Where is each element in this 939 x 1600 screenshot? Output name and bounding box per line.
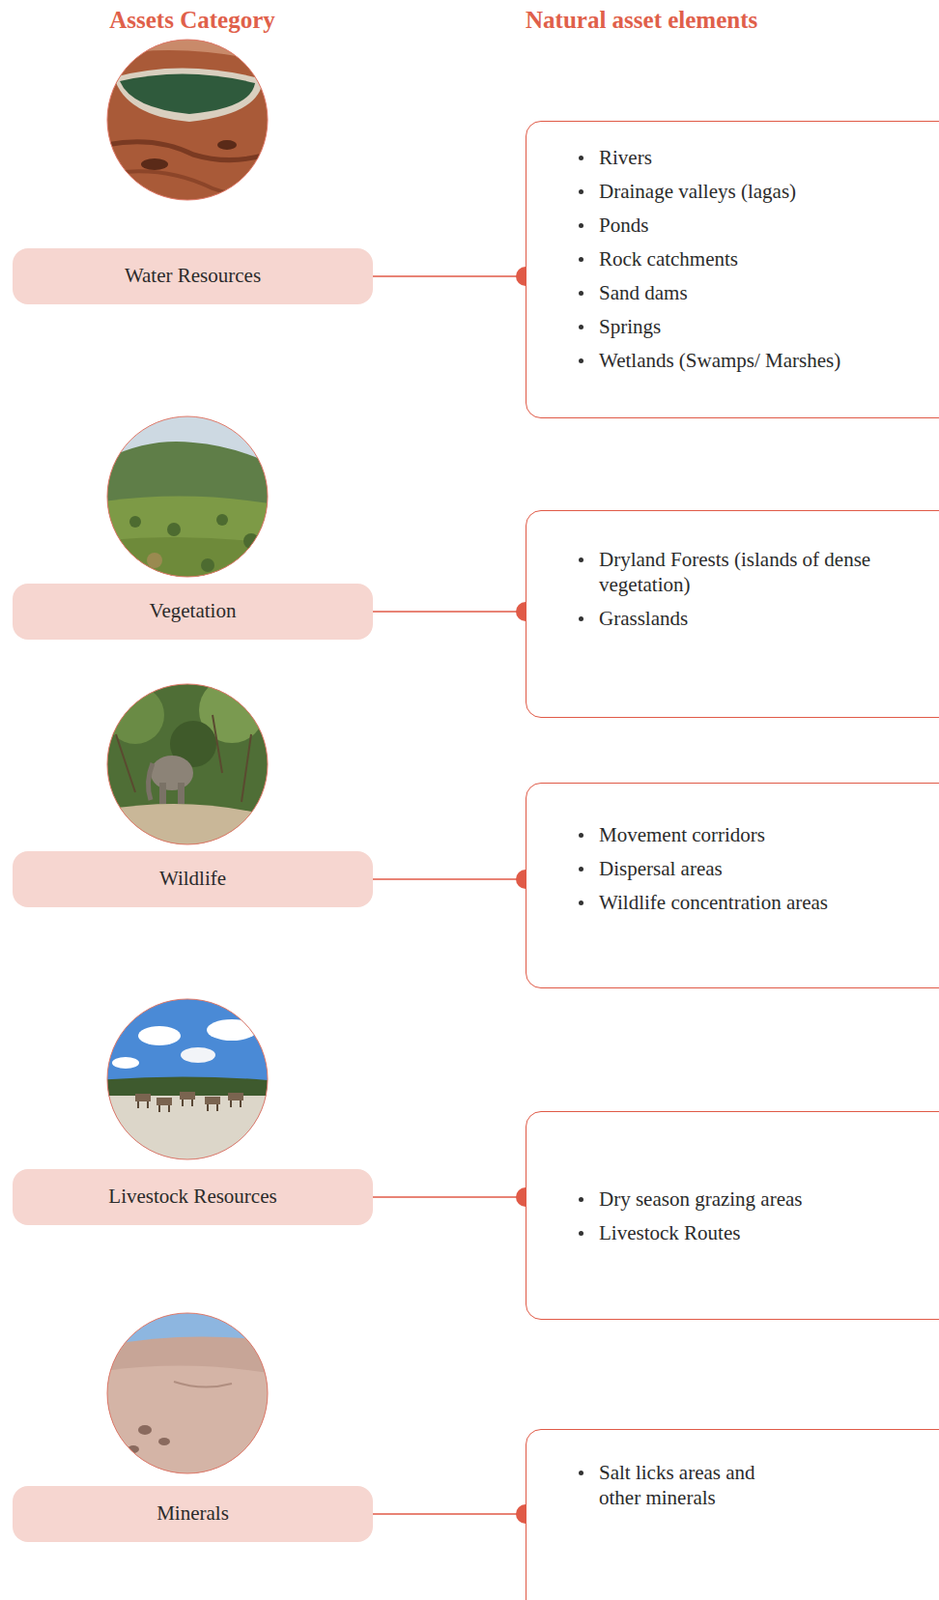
element-list-box: Dryland Forests (islands of dense vegeta… xyxy=(525,510,939,718)
list-item: Rock catchments xyxy=(598,246,889,272)
element-text: Dry season grazing areas xyxy=(598,1186,909,1212)
list-item: Salt licks areas and other minerals xyxy=(598,1459,793,1510)
element-list-box: Salt licks areas and other minerals xyxy=(525,1428,939,1600)
category-label: Wildlife xyxy=(147,862,238,895)
vegetation-photo xyxy=(96,405,290,599)
bullet-dot xyxy=(578,358,584,364)
element-text: Drainage valleys (lagas) xyxy=(598,178,889,204)
column-heading: Natural asset elements xyxy=(525,5,758,35)
connector xyxy=(372,869,536,889)
category-pill: Water Resources xyxy=(12,248,373,305)
category-pill: Livestock Resources xyxy=(12,1168,373,1225)
list-item: Dryland Forests (islands of dense vegeta… xyxy=(598,546,882,598)
connector-line xyxy=(372,610,526,613)
category-label: Minerals xyxy=(144,1497,241,1530)
connector xyxy=(372,266,536,286)
list-item: Livestock Routes xyxy=(598,1220,909,1246)
bullet-dot xyxy=(578,324,584,330)
element-list-box: RiversDrainage valleys (lagas) PondsRock … xyxy=(525,120,939,419)
bullet-dot xyxy=(578,866,584,872)
element-text: Sand dams xyxy=(598,280,889,306)
bullet-dot xyxy=(578,1470,584,1476)
connector xyxy=(372,1187,536,1207)
list-item: Rivers xyxy=(598,144,889,171)
water-photo xyxy=(96,28,290,223)
element-text: Rivers xyxy=(598,144,889,171)
category-pill: Vegetation xyxy=(12,583,373,640)
connector-line xyxy=(372,878,526,881)
connector-line xyxy=(372,275,526,278)
bullet-dot xyxy=(578,1230,584,1236)
minerals-photo xyxy=(96,1308,290,1503)
list-item: Wetlands (Swamps/ Marshes) xyxy=(598,347,889,373)
list-item: Wildlife concentration areas xyxy=(598,889,909,915)
element-text: Springs xyxy=(598,313,889,340)
list-item: Springs xyxy=(598,313,889,340)
connector xyxy=(372,1504,536,1524)
list-item: Dry season grazing areas xyxy=(598,1186,909,1212)
bullet-dot xyxy=(578,832,584,838)
bullet-dot xyxy=(578,290,584,296)
bullet-dot xyxy=(578,616,584,622)
element-text: Rock catchments xyxy=(598,246,889,272)
element-text: Livestock Routes xyxy=(598,1220,909,1246)
bullet-dot xyxy=(578,189,584,195)
column-heading: Assets Category xyxy=(109,5,275,35)
list-item: Drainage valleys (lagas) xyxy=(598,178,889,204)
bullet-dot xyxy=(578,557,584,563)
connector xyxy=(372,601,536,622)
bullet-dot xyxy=(578,223,584,228)
bullet-dot xyxy=(578,256,584,262)
category-pill: Minerals xyxy=(12,1485,373,1542)
element-text: Salt licks areas and other minerals xyxy=(598,1459,793,1510)
bullet-dot xyxy=(578,1196,584,1202)
category-label: Livestock Resources xyxy=(96,1180,288,1213)
element-list-box: Dry season grazing areasLivestock Routes xyxy=(525,1110,939,1320)
connector-line xyxy=(372,1512,526,1515)
list-item: Dispersal areas xyxy=(598,855,909,882)
connector-line xyxy=(372,1195,526,1198)
category-label: Water Resources xyxy=(113,259,273,292)
element-text: Grasslands xyxy=(598,605,882,631)
element-text: Ponds xyxy=(598,212,889,238)
list-item: Movement corridors xyxy=(598,822,909,848)
bullet-dot xyxy=(578,155,584,161)
element-list-box: Movement corridorsDispersal areasWildlif… xyxy=(525,782,939,989)
category-label: Vegetation xyxy=(138,595,249,627)
element-text: Dispersal areas xyxy=(598,855,909,882)
list-item: Sand dams xyxy=(598,280,889,306)
list-item: Ponds xyxy=(598,212,889,238)
bullet-dot xyxy=(578,900,584,906)
element-text: Dryland Forests (islands of dense vegeta… xyxy=(598,546,882,598)
element-text: Wetlands (Swamps/ Marshes) xyxy=(598,347,889,373)
element-text: Wildlife concentration areas xyxy=(598,889,909,915)
element-text: Movement corridors xyxy=(598,822,909,848)
category-pill: Wildlife xyxy=(12,851,373,908)
wildlife-photo xyxy=(96,676,290,870)
livestock-photo xyxy=(96,995,290,1193)
list-item: Grasslands xyxy=(598,605,882,631)
